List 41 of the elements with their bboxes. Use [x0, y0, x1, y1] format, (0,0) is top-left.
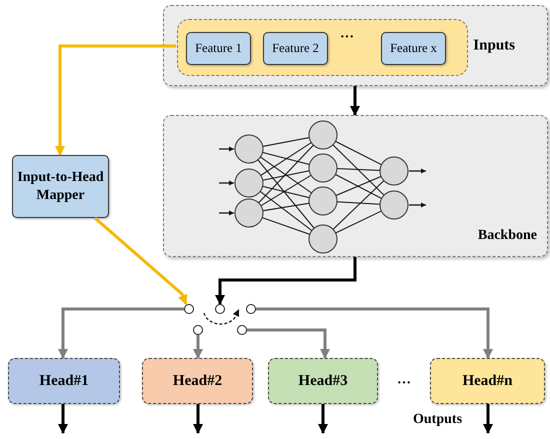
arrow: [193, 335, 203, 359]
switch-contact: [246, 304, 256, 314]
switch-contact: [193, 325, 203, 335]
ellipsis: ···: [397, 376, 412, 392]
feature-group: [177, 19, 468, 76]
box-label: Feature 2: [272, 41, 319, 56]
outputs-label: Outputs: [413, 412, 462, 428]
head-box: [8, 358, 120, 404]
panel-title: Backbone: [478, 228, 537, 244]
box-label: Feature x: [390, 41, 437, 56]
arrow: [318, 404, 328, 434]
panel-title: Inputs: [473, 37, 515, 54]
box-label: Input-to-Head Mapper: [17, 169, 104, 204]
arrow: [58, 308, 184, 359]
head-label: Head#1: [39, 372, 89, 390]
box-label: Feature 1: [195, 41, 242, 56]
head-box: [268, 358, 378, 404]
switch-contact: [215, 304, 225, 314]
arrow: [58, 404, 68, 434]
arrow: [350, 86, 360, 116]
arrow: [483, 404, 493, 434]
switch-contact: [184, 304, 194, 314]
head-label: Head#3: [298, 372, 348, 390]
feature-box: [381, 32, 446, 65]
inputs-panel: [163, 5, 548, 86]
head-label: Head#n: [462, 372, 512, 390]
backbone-panel: [163, 115, 548, 257]
ellipsis: ···: [340, 30, 354, 46]
head-box: [430, 358, 545, 404]
arrow: [94, 216, 188, 305]
mapper-box: [12, 155, 109, 218]
arrow: [193, 404, 203, 434]
feature-box: [186, 32, 251, 65]
head-box: [142, 358, 253, 404]
feature-box: [263, 32, 328, 65]
arrow: [256, 308, 493, 359]
arrow: [247, 328, 330, 359]
arrow: [55, 44, 176, 156]
arrow: [215, 257, 356, 305]
switch-contact: [237, 325, 247, 335]
head-label: Head#2: [172, 372, 222, 390]
